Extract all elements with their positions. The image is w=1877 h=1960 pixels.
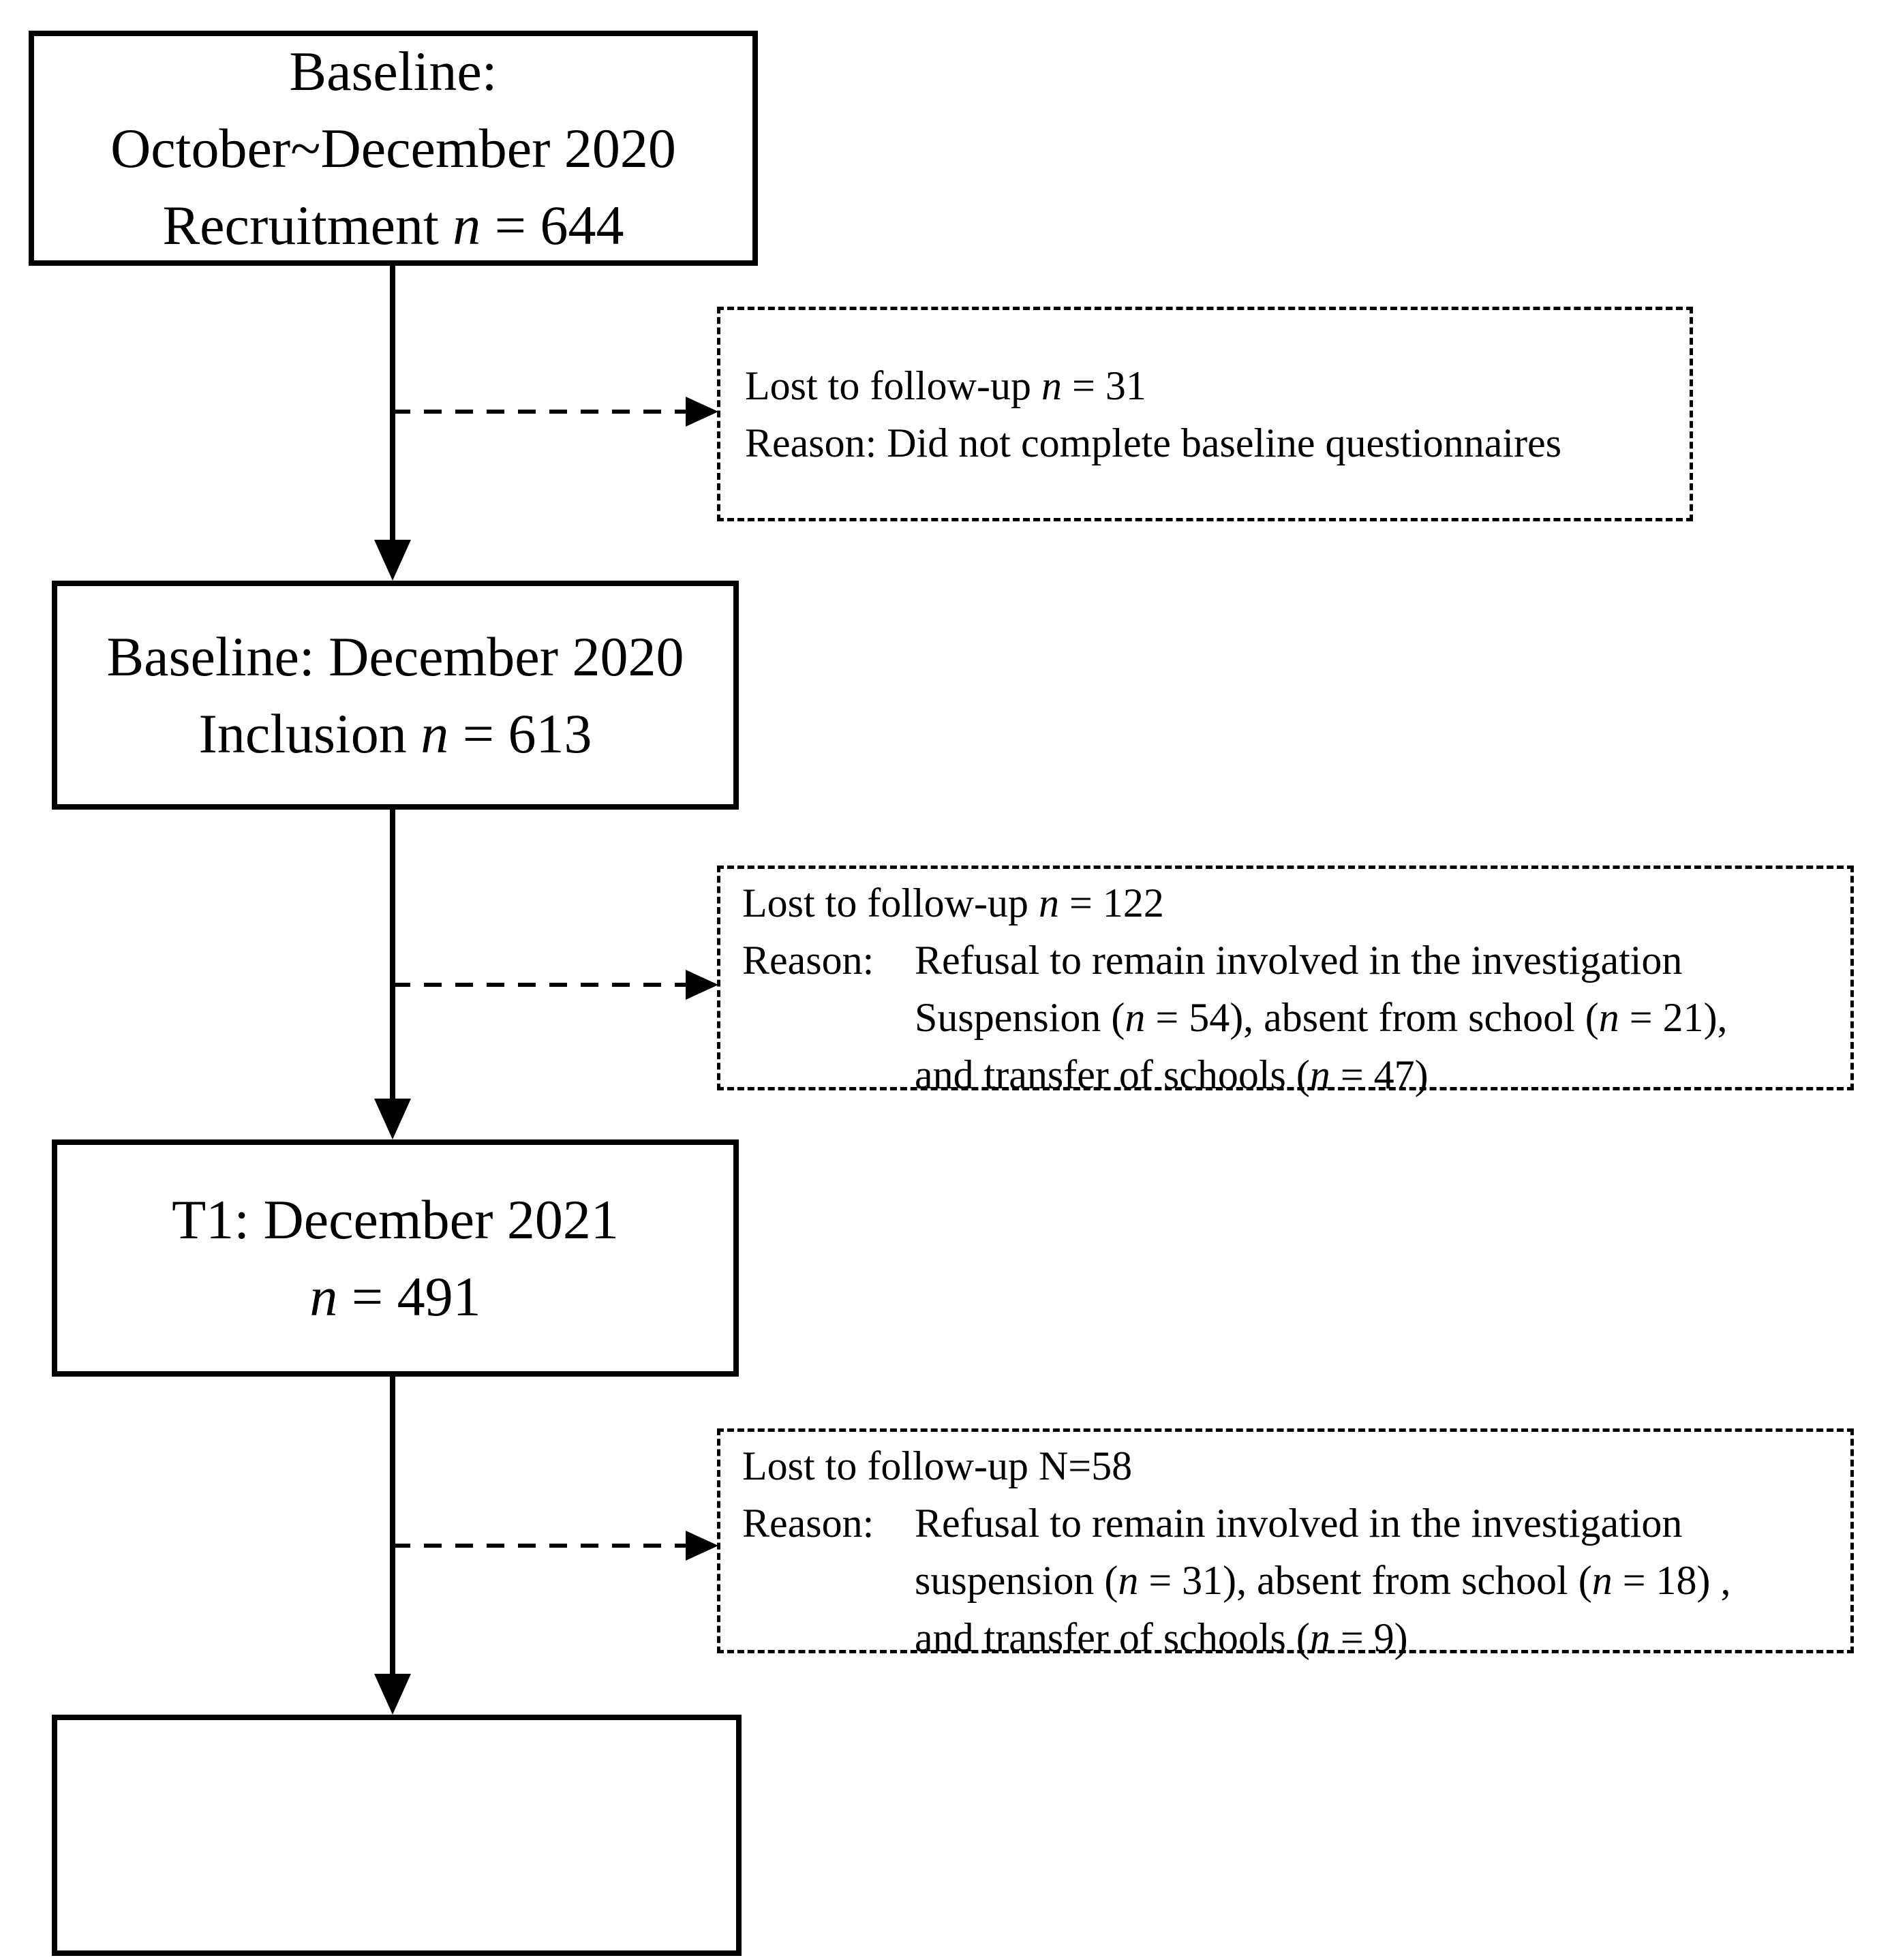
text-segment: Baseline: <box>289 40 498 102</box>
dashed-connector-line-2 <box>393 983 688 987</box>
text-segment: October~December 2020 <box>110 117 676 179</box>
n-symbol: n <box>1309 1615 1330 1660</box>
right-arrow-icon-1 <box>686 397 718 427</box>
exclusion-line: suspension (n = 31), absent from school … <box>742 1552 1837 1609</box>
right-arrow-icon-2 <box>686 970 718 1000</box>
n-symbol: n <box>309 1266 338 1328</box>
n-symbol: n <box>453 194 481 256</box>
text-segment: = 491 <box>337 1266 481 1328</box>
n-symbol: n <box>1591 1558 1613 1603</box>
text-segment: = 31), absent from school ( <box>1138 1558 1592 1603</box>
stage-box-t2 <box>52 1715 742 1956</box>
exclusion-line: Suspension (n = 54), absent from school … <box>742 989 1837 1046</box>
text-segment: T1: December 2021 <box>172 1189 619 1251</box>
down-connector-line-1 <box>390 264 395 544</box>
exclusion-line: Lost to follow-up n = 31 <box>745 357 1690 414</box>
text-segment: = 122 <box>1058 881 1164 925</box>
n-symbol: n <box>1118 1558 1139 1603</box>
stage-box-line: Baseline: December 2020 <box>106 618 684 695</box>
text-segment: Refusal to remain involved in the invest… <box>915 1501 1683 1546</box>
text-segment: and transfer of schools ( <box>915 1615 1310 1660</box>
text-segment: = 18) , <box>1612 1558 1731 1603</box>
reason-label: Reason: <box>742 1501 874 1546</box>
text-segment: Lost to follow-up N=58 <box>742 1443 1133 1488</box>
right-arrow-icon-3 <box>686 1531 718 1561</box>
stage-box-line: n = 491 <box>309 1258 480 1335</box>
text-segment: Suspension ( <box>915 995 1125 1040</box>
text-segment: = 31 <box>1061 363 1146 408</box>
down-arrow-icon-2 <box>374 1099 411 1139</box>
text-segment: Baseline: December 2020 <box>106 626 684 688</box>
exclusion-line: Reason: Did not complete baseline questi… <box>745 414 1690 472</box>
stage-box-line: October~December 2020 <box>110 110 676 187</box>
text-segment: Lost to follow-up <box>745 363 1041 408</box>
text-segment: Recruitment <box>162 194 453 256</box>
down-arrow-icon-1 <box>374 540 411 581</box>
down-connector-line-2 <box>390 810 395 1099</box>
exclusion-line: Lost to follow-up N=58 <box>742 1437 1837 1495</box>
n-symbol: n <box>1125 995 1146 1040</box>
n-symbol: n <box>1038 881 1059 925</box>
n-symbol: n <box>1041 363 1062 408</box>
exclusion-line: and transfer of schools (n = 47) <box>742 1046 1837 1103</box>
n-symbol: n <box>1309 1052 1330 1097</box>
text-segment: = 644 <box>480 194 624 256</box>
reason-label: Reason: <box>742 938 874 983</box>
text-segment: Lost to follow-up <box>742 881 1039 925</box>
text-segment: suspension ( <box>915 1558 1118 1603</box>
text-segment: = 54), absent from school ( <box>1145 995 1599 1040</box>
stage-box-line: Inclusion n = 613 <box>199 695 592 772</box>
exclusion-line: Lost to follow-up n = 122 <box>742 874 1837 932</box>
text-segment: = 21), <box>1619 995 1728 1040</box>
exclusion-reason-line: Reason: Refusal to remain involved in the… <box>742 1495 1837 1552</box>
text-segment: and transfer of schools ( <box>915 1052 1310 1097</box>
exclusion-reason-line: Reason: Refusal to remain involved in the… <box>742 932 1837 989</box>
stage-box-baseline-recruitment: Baseline: October~December 2020 Recruitm… <box>29 31 758 266</box>
text-segment: Refusal to remain involved in the invest… <box>915 938 1683 983</box>
n-symbol: n <box>1598 995 1619 1040</box>
down-arrow-icon-3 <box>374 1674 411 1715</box>
exclusion-box-1: Lost to follow-up n = 31 Reason: Did not… <box>717 307 1693 521</box>
text-segment: = 9) <box>1330 1615 1408 1660</box>
stage-box-t1: T1: December 2021 n = 491 <box>52 1139 739 1377</box>
text-segment: = 47) <box>1330 1052 1429 1097</box>
text-segment: Reason: Did not complete baseline questi… <box>745 420 1562 465</box>
stage-box-line: Recruitment n = 644 <box>162 187 624 264</box>
text-segment: Inclusion <box>198 703 421 765</box>
text-segment: = 613 <box>448 703 592 765</box>
down-connector-line-3 <box>390 1377 395 1674</box>
stage-box-line: Baseline: <box>289 33 497 110</box>
stage-box-baseline-inclusion: Baseline: December 2020 Inclusion n = 61… <box>52 581 739 810</box>
stage-box-line: T1: December 2021 <box>172 1181 619 1258</box>
dashed-connector-line-1 <box>393 410 688 414</box>
exclusion-box-3: Lost to follow-up N=58 Reason: Refusal to… <box>717 1428 1854 1660</box>
exclusion-line: and transfer of schools (n = 9) <box>742 1609 1837 1666</box>
dashed-connector-line-3 <box>393 1544 688 1548</box>
exclusion-box-2: Lost to follow-up n = 122 Reason: Refusal… <box>717 866 1854 1097</box>
n-symbol: n <box>421 703 449 765</box>
